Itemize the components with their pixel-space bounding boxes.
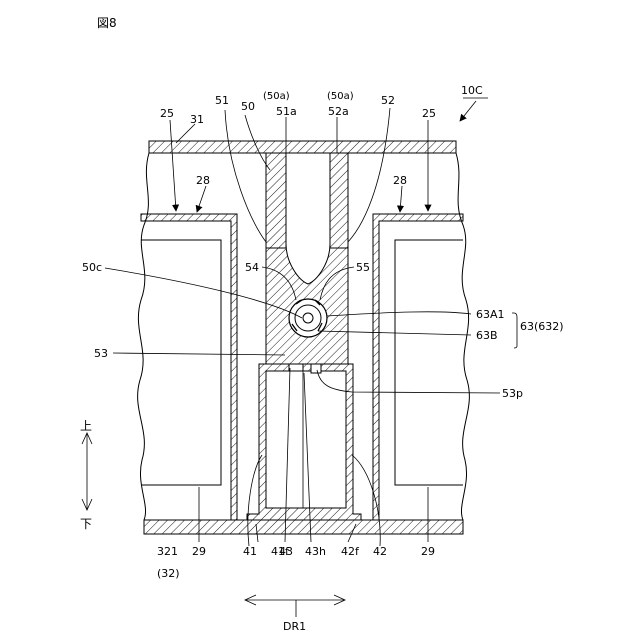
label-63-group: 63(632): [520, 320, 564, 333]
label-25-right: 25: [422, 107, 436, 120]
label-32: (32): [157, 567, 180, 580]
cavity-between-plates: [286, 153, 330, 284]
label-25-left: 25: [160, 107, 174, 120]
label-321: 321: [157, 545, 178, 558]
projection-53p-left: [289, 364, 303, 371]
label-55: 55: [356, 261, 370, 274]
label-41: 41: [243, 545, 257, 558]
right-frame-28: [373, 214, 463, 520]
label-28-right: 28: [393, 174, 407, 187]
label-53: 53: [94, 347, 108, 360]
label-51: 51: [215, 94, 229, 107]
right-cell-29: [395, 240, 463, 485]
plate-51: [266, 153, 286, 248]
label-29-right: 29: [421, 545, 435, 558]
up-label: 上: [80, 419, 92, 433]
label-63B: 63B: [476, 329, 498, 342]
lower-channel-interior: [266, 371, 346, 508]
figure-number: 図8: [97, 16, 117, 30]
right-outer-wave: [456, 153, 469, 520]
dr1-label: DR1: [283, 620, 306, 633]
label-50a-right: (50a): [327, 91, 354, 102]
plate-52: [330, 153, 348, 248]
label-50c: 50c: [82, 261, 102, 274]
label-51a: 51a: [276, 105, 297, 118]
assembly-arrow: [460, 101, 476, 121]
label-54: 54: [245, 261, 259, 274]
left-frame-28: [141, 214, 237, 520]
label-53p: 53p: [502, 387, 523, 400]
projection-53p-right: [311, 364, 321, 373]
label-43: 43: [279, 545, 293, 558]
label-63A1: 63A1: [476, 308, 505, 321]
label-52: 52: [381, 94, 395, 107]
assembly-label: 10C: [461, 84, 483, 97]
label-28-left: 28: [196, 174, 210, 187]
label-43h: 43h: [305, 545, 326, 558]
label-52a: 52a: [328, 105, 349, 118]
label-42: 42: [373, 545, 387, 558]
label-31: 31: [190, 113, 204, 126]
top-plate-31: [149, 141, 456, 153]
bottom-plate-321: [144, 520, 463, 534]
label-50a-left: (50a): [263, 91, 290, 102]
left-outer-wave: [138, 153, 149, 520]
label-50: 50: [241, 100, 255, 113]
fastener-hole-50c: [303, 313, 313, 323]
label-42f: 42f: [341, 545, 360, 558]
down-label: 下: [80, 517, 92, 531]
label-29-left: 29: [192, 545, 206, 558]
